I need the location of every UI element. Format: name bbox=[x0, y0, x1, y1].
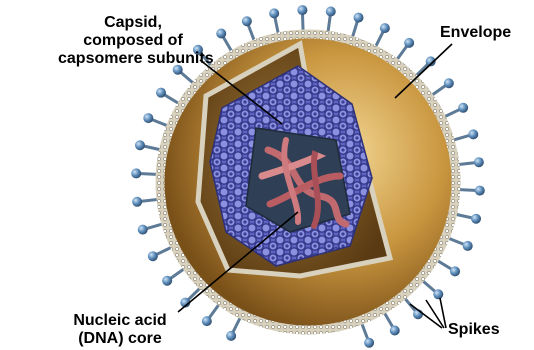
spike-head bbox=[202, 316, 212, 326]
capsid-label: Capsid, composed of capsomere subunits bbox=[58, 14, 208, 68]
spike-head bbox=[143, 113, 153, 123]
spike-head bbox=[390, 326, 400, 336]
spike-head bbox=[242, 16, 252, 26]
spike-head bbox=[433, 289, 443, 299]
spike-head bbox=[156, 88, 166, 98]
spike-head bbox=[444, 78, 454, 88]
spike-head bbox=[226, 331, 236, 341]
core-label: Nucleic acid (DNA) core bbox=[55, 312, 185, 348]
capsid-label-line-2: composed of bbox=[58, 32, 208, 50]
spike-head bbox=[138, 225, 148, 235]
spike-head bbox=[131, 168, 141, 178]
spike-head bbox=[326, 7, 336, 17]
spike-head bbox=[458, 103, 468, 113]
spike-head bbox=[471, 214, 481, 224]
spike-head bbox=[162, 276, 172, 286]
spike-head bbox=[216, 28, 226, 38]
spike-head bbox=[269, 8, 279, 18]
spike-head bbox=[135, 140, 145, 150]
spike-head bbox=[297, 5, 307, 15]
spike-head bbox=[450, 266, 460, 276]
core-label-line-2: (DNA) core bbox=[55, 330, 185, 348]
spike-head bbox=[404, 38, 414, 48]
spike-head bbox=[354, 13, 364, 23]
spike-head bbox=[148, 251, 158, 261]
spike-head bbox=[380, 23, 390, 33]
core-label-line-1: Nucleic acid bbox=[55, 312, 185, 330]
spike-head bbox=[364, 338, 374, 348]
capsid-label-line-3: capsomere subunits bbox=[58, 50, 208, 68]
capsid-label-line-1: Capsid, bbox=[58, 14, 208, 32]
spike-head bbox=[132, 197, 142, 207]
spike-head bbox=[463, 241, 473, 251]
spike-head bbox=[474, 157, 484, 167]
envelope-label: Envelope bbox=[440, 24, 532, 42]
spikes-label: Spikes bbox=[448, 321, 518, 339]
spike-head bbox=[468, 129, 478, 139]
spike-head bbox=[475, 186, 485, 196]
